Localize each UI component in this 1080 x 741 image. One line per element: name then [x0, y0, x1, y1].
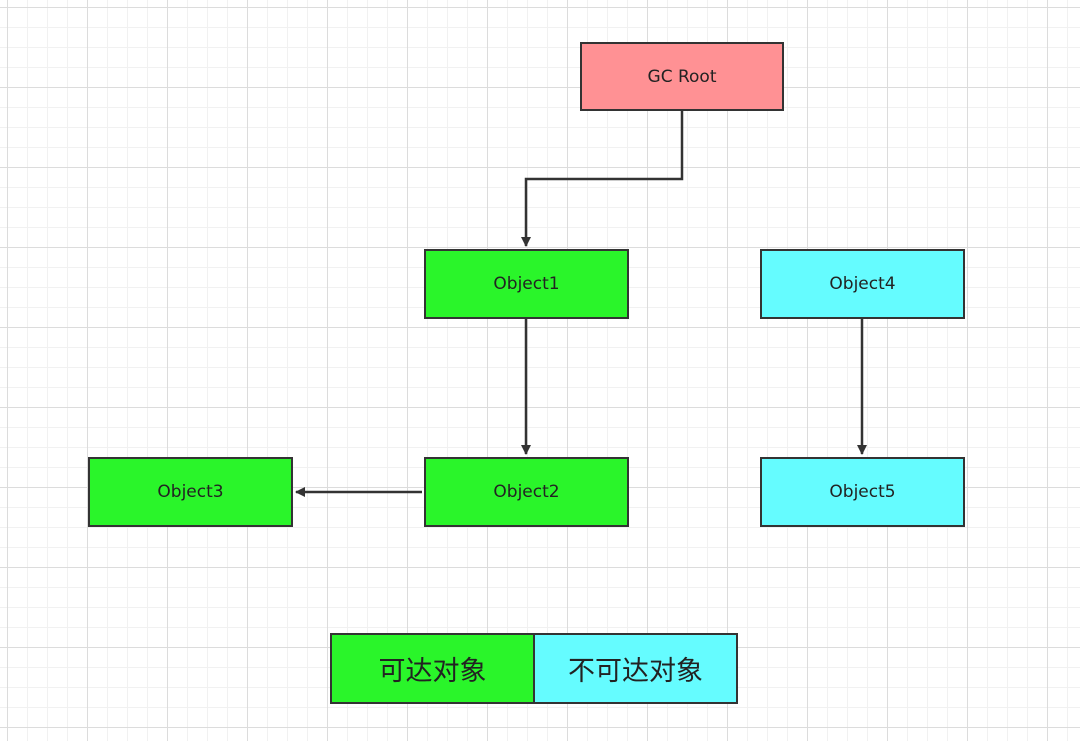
- legend-unreachable: 不可达对象: [533, 633, 738, 704]
- edge-gcroot-object1: [521, 111, 684, 247]
- object4-node[interactable]: Object4: [760, 249, 965, 319]
- object2-node[interactable]: Object2: [424, 457, 629, 527]
- legend-reachable: 可达对象: [330, 633, 535, 704]
- object1-node[interactable]: Object1: [424, 249, 629, 319]
- object3-node[interactable]: Object3: [88, 457, 293, 527]
- gc-root-node[interactable]: GC Root: [580, 42, 784, 111]
- object5-node[interactable]: Object5: [760, 457, 965, 527]
